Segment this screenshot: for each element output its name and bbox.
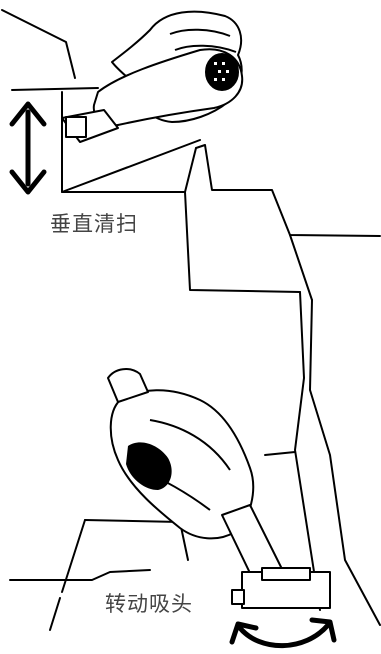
rotation-arrow-icon bbox=[229, 617, 337, 649]
staircase-lines bbox=[1, 9, 381, 631]
filter-mesh-bottom bbox=[126, 442, 172, 490]
handheld-vacuum-top bbox=[61, 10, 244, 143]
handheld-vacuum-bottom bbox=[107, 368, 331, 609]
label-vertical-cleaning: 垂直清扫 bbox=[50, 212, 138, 236]
label-rotating-head: 转动吸头 bbox=[105, 592, 193, 616]
filter-mesh-top bbox=[214, 62, 229, 81]
vertical-arrow-icon bbox=[9, 101, 47, 195]
